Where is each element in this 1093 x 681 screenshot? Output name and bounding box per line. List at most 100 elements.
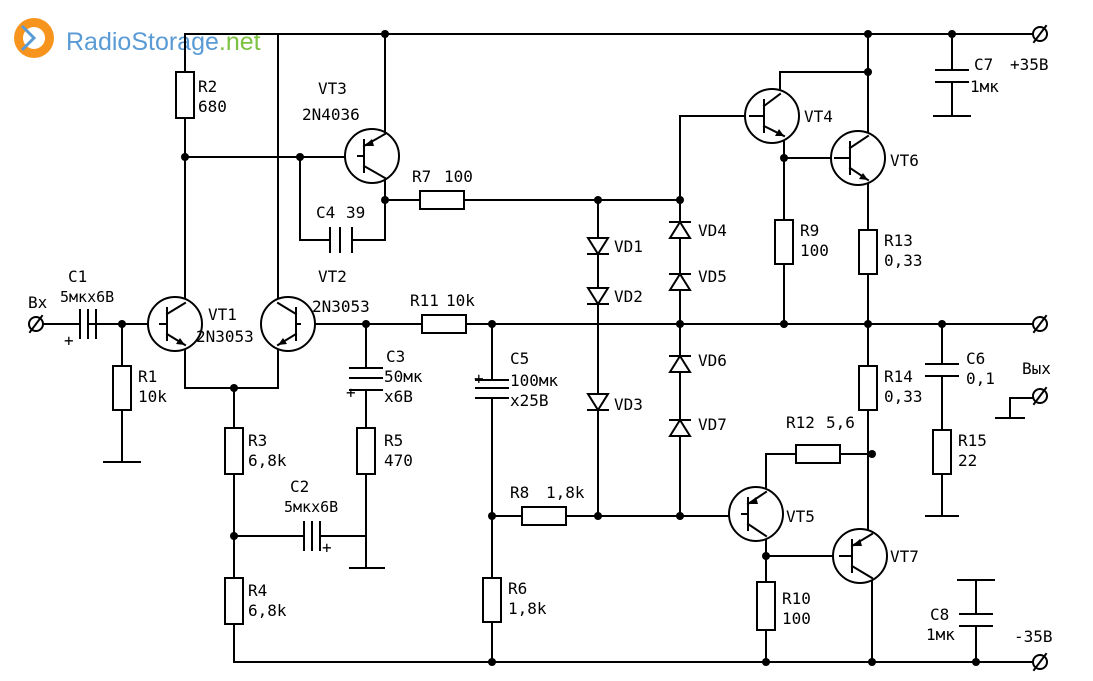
svg-text:C6: C6 — [966, 349, 985, 368]
transistors — [147, 88, 888, 584]
c1-capacitor — [79, 309, 97, 339]
r6-resistor — [482, 577, 502, 623]
vt3-transistor — [344, 128, 400, 184]
svg-text:VT2: VT2 — [318, 267, 347, 286]
svg-text:C5: C5 — [510, 349, 529, 368]
svg-text:VT1: VT1 — [208, 305, 237, 324]
vt5-transistor — [728, 486, 784, 542]
r10-resistor — [756, 581, 776, 631]
input-terminal-icon — [28, 314, 44, 334]
svg-text:R3: R3 — [248, 431, 267, 450]
svg-text:680: 680 — [198, 97, 227, 116]
vd6-diode — [668, 354, 692, 373]
r7-resistor — [419, 190, 465, 210]
svg-text:R4: R4 — [248, 581, 267, 600]
svg-text:1,8k: 1,8k — [508, 599, 547, 618]
svg-text:VT7: VT7 — [890, 547, 919, 566]
r11-resistor — [421, 314, 467, 334]
svg-text:R14: R14 — [884, 367, 913, 386]
r9-resistor — [774, 219, 794, 265]
c6-capacitor — [925, 363, 959, 377]
svg-text:х25В: х25В — [510, 391, 549, 410]
r13-resistor — [858, 229, 878, 275]
svg-text:5,6: 5,6 — [826, 413, 855, 432]
svg-text:0,1: 0,1 — [966, 369, 995, 388]
plus-supply-terminal-icon — [1032, 24, 1048, 44]
svg-text:R11: R11 — [410, 291, 439, 310]
svg-text:R13: R13 — [884, 231, 913, 250]
svg-text:VD3: VD3 — [614, 395, 643, 414]
radiostorage-logo-icon — [14, 18, 54, 58]
svg-text:0,33: 0,33 — [884, 251, 923, 270]
terminals — [28, 24, 1048, 672]
resistors — [112, 71, 952, 631]
svg-text:470: 470 — [384, 451, 413, 470]
r4-resistor — [224, 577, 244, 625]
polarity-marks: + + + + — [64, 331, 484, 557]
wires — [39, 33, 1039, 663]
svg-text:100: 100 — [800, 241, 829, 260]
svg-text:C3: C3 — [386, 347, 405, 366]
svg-text:VD4: VD4 — [698, 221, 727, 240]
svg-text:C8: C8 — [930, 605, 949, 624]
vd5-diode — [668, 272, 692, 291]
svg-text:VD1: VD1 — [614, 237, 643, 256]
svg-text:C1: C1 — [68, 267, 87, 286]
watermark-text: RadioStorage.net — [66, 28, 261, 56]
svg-text:R10: R10 — [782, 589, 811, 608]
svg-text:VT6: VT6 — [890, 151, 919, 170]
r14-resistor — [858, 365, 878, 411]
input-label: Вх — [28, 293, 48, 312]
svg-text:1мк: 1мк — [970, 77, 999, 96]
svg-text:100мк: 100мк — [510, 371, 559, 390]
c3-capacitor — [349, 367, 383, 391]
svg-text:10k: 10k — [446, 291, 475, 310]
r1-resistor — [112, 365, 132, 411]
svg-text:100: 100 — [782, 609, 811, 628]
vd4-diode — [668, 220, 692, 239]
c5-capacitor — [475, 379, 509, 399]
svg-text:VD7: VD7 — [698, 415, 727, 434]
svg-text:C4: C4 — [316, 203, 335, 222]
c4-capacitor — [329, 227, 353, 253]
svg-text:22: 22 — [958, 451, 977, 470]
svg-text:VD2: VD2 — [614, 287, 643, 306]
svg-text:50мк: 50мк — [384, 367, 423, 386]
svg-text:+: + — [474, 369, 484, 388]
svg-text:2N3053: 2N3053 — [196, 327, 254, 346]
svg-text:100: 100 — [444, 167, 473, 186]
vt7-transistor — [832, 528, 888, 584]
svg-text:VD6: VD6 — [698, 351, 727, 370]
r2-resistor — [175, 71, 195, 119]
svg-text:5мкх6В: 5мкх6В — [60, 288, 114, 306]
r3-resistor — [224, 427, 244, 475]
svg-text:+: + — [64, 331, 74, 350]
svg-text:+: + — [346, 383, 356, 402]
svg-text:+: + — [322, 538, 332, 557]
svg-text:R7: R7 — [412, 167, 431, 186]
labels: Вх Вых +35В -35В C1 5мкх6В R1 10k R2 680… — [28, 55, 1053, 646]
svg-text:2N4036: 2N4036 — [302, 105, 360, 124]
svg-text:VT5: VT5 — [786, 507, 815, 526]
svg-text:6,8k: 6,8k — [248, 601, 287, 620]
vt2-transistor — [260, 296, 316, 352]
junction-dots — [118, 30, 980, 666]
svg-text:VT3: VT3 — [318, 79, 347, 98]
svg-text:VT4: VT4 — [804, 107, 833, 126]
svg-text:R12: R12 — [786, 413, 815, 432]
r12-resistor — [795, 444, 841, 464]
output-terminal-icon — [1032, 314, 1048, 334]
svg-text:1,8k: 1,8k — [546, 483, 585, 502]
vd3-diode — [586, 393, 610, 412]
output-label: Вых — [1022, 359, 1051, 378]
capacitors — [79, 69, 993, 627]
svg-text:6,8k: 6,8k — [248, 451, 287, 470]
output-ground-terminal-icon — [1032, 386, 1048, 406]
svg-text:R9: R9 — [800, 221, 819, 240]
r5-resistor — [356, 427, 376, 475]
diodes — [586, 220, 692, 437]
c8-capacitor — [959, 613, 993, 627]
svg-text:VD5: VD5 — [698, 267, 727, 286]
vt4-transistor — [744, 88, 800, 144]
